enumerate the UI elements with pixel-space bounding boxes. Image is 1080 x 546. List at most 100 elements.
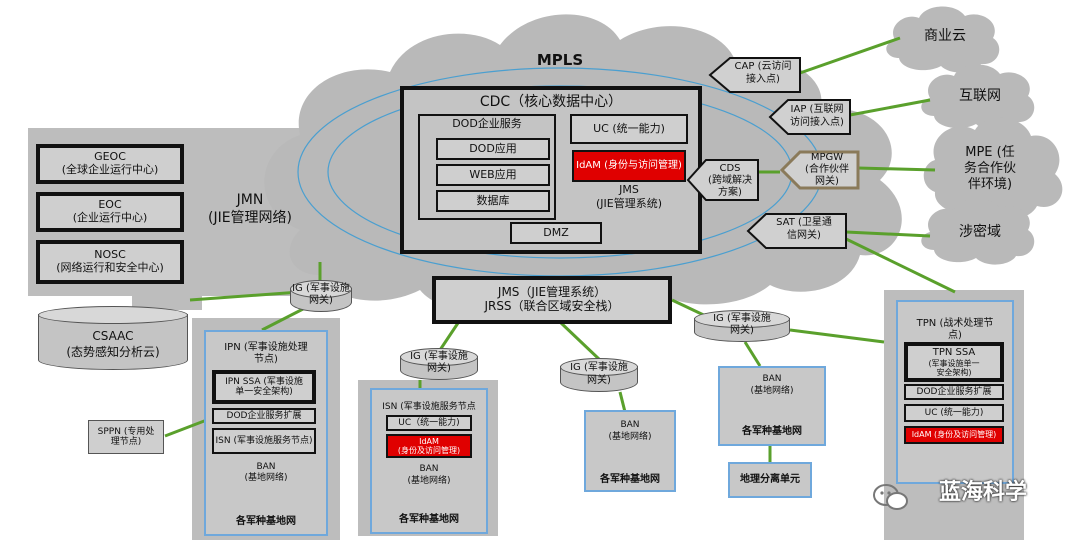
tpn-title-sub: 点) xyxy=(948,330,962,341)
eoc-sub: (企业运行中心) xyxy=(72,211,148,224)
tpn-ssa-label: TPN SSA xyxy=(932,347,976,359)
ipn-ssa-label: IPN SSA (军事设施 xyxy=(225,376,303,387)
ipn-ssa-sub: 单一安全架构) xyxy=(235,387,293,397)
isn-idam-box[interactable]: IdAM (身份及访问管理) xyxy=(386,434,472,458)
dod-services-label: DOD企业服务 xyxy=(452,117,522,130)
isn-ban-sub: (基地网络) xyxy=(407,476,451,486)
ig-1-label: IG (军事设施 xyxy=(292,283,350,294)
link-ig4-tpn xyxy=(789,328,885,344)
ig-3-label: IG (军事设施 xyxy=(570,362,628,373)
isn-idam-label: IdAM xyxy=(419,436,439,446)
ipn-ban-sub: (基地网络) xyxy=(244,473,288,483)
dod-apps-box[interactable]: DOD应用 xyxy=(436,138,550,160)
ig-2-top xyxy=(400,348,478,366)
csaac-label: CSAAC xyxy=(92,329,134,343)
ban-mid-node[interactable] xyxy=(584,410,676,492)
isn-node[interactable] xyxy=(370,388,488,534)
iap-label[interactable]: IAP (互联网 xyxy=(790,104,844,115)
commercial-cloud-label[interactable]: 商业云 xyxy=(924,28,966,44)
nosc-sub: (网络运行和安全中心) xyxy=(56,261,164,274)
ipn-isn-box[interactable]: ISN (军事设施服务节点) xyxy=(212,428,316,454)
isn-uc-box[interactable]: UC（统一能力) xyxy=(386,415,472,431)
cdc-jms-line2: (JIE管理系统) xyxy=(595,197,663,210)
ipn-dod-ext-box[interactable]: DOD企业服务扩展 xyxy=(212,408,316,424)
jms-jrss-box[interactable]: JMS（JIE管理系统） JRSS（联合区域安全栈） xyxy=(432,276,672,324)
link-ig1-ipn xyxy=(261,306,306,332)
cap-label[interactable]: CAP (云访问 xyxy=(734,61,792,72)
link-jrss-ig2 xyxy=(438,319,462,351)
tpn-idam-box[interactable]: IdAM (身份及访问管理) xyxy=(904,426,1004,444)
ipn-title-sub: 节点) xyxy=(254,354,278,365)
ban-mid-base: 各军种基地网 xyxy=(600,474,660,485)
sat-label[interactable]: SAT (卫星通 xyxy=(776,217,832,228)
link-ig1-jmn xyxy=(189,290,301,302)
tpn-dod-ext-box[interactable]: DOD企业服务扩展 xyxy=(904,384,1004,400)
link-mpgw-mpe xyxy=(857,166,936,172)
ban-mid-label: BAN xyxy=(620,420,640,430)
ig-4-top xyxy=(694,310,790,328)
mpgw-sub2: 网关) xyxy=(815,176,839,187)
eoc-box[interactable]: EOC (企业运行中心) xyxy=(36,192,184,232)
ig-3-cylinder[interactable]: IG (军事设施 网关) xyxy=(560,358,638,392)
tpn-uc-box[interactable]: UC (统一能力) xyxy=(904,404,1004,422)
link-jrss-ig3 xyxy=(558,320,602,362)
dod-services-box[interactable]: DOD企业服务 DOD应用 WEB应用 数据库 xyxy=(418,114,556,220)
internet-label[interactable]: 互联网 xyxy=(959,88,1001,104)
wechat-icon xyxy=(873,484,908,510)
mpgw-label[interactable]: MPGW xyxy=(810,152,844,163)
ipn-title: IPN (军事设施处理 xyxy=(224,342,308,353)
geoc-label: GEOC xyxy=(94,150,126,164)
ig-4-label: IG (军事设施 xyxy=(713,313,771,324)
web-apps-box[interactable]: WEB应用 xyxy=(436,164,550,186)
ig-1-sub: 网关) xyxy=(309,295,333,306)
cloud-commercial xyxy=(886,6,1000,73)
ban-right-sub: (基地网络) xyxy=(750,386,794,396)
geo-unit-label: 地理分离单元 xyxy=(740,474,800,485)
csaac-cylinder[interactable]: CSAAC (态势感知分析云) xyxy=(38,306,188,370)
uc-box[interactable]: UC (统一能力) xyxy=(570,114,688,144)
ban-right-node[interactable] xyxy=(718,366,826,446)
nosc-box[interactable]: NOSC (网络运行和安全中心) xyxy=(36,240,184,284)
geoc-sub: (全球企业运行中心) xyxy=(61,163,159,176)
ig-4-cylinder[interactable]: IG (军事设施 网关) xyxy=(694,310,790,342)
ig-2-label: IG (军事设施 xyxy=(410,351,468,362)
sat-sub: 信网关) xyxy=(787,230,821,241)
tpn-ssa-sub2: 安全架构) xyxy=(936,367,972,377)
ig-3-top xyxy=(560,358,638,376)
link-ig4-ban xyxy=(743,341,762,367)
ipn-ssa-box[interactable]: IPN SSA (军事设施 单一安全架构) xyxy=(212,370,316,404)
tpn-ssa-box[interactable]: TPN SSA (军事设施单一 安全架构) xyxy=(904,342,1004,382)
watermark-text: 蓝海科学 xyxy=(938,480,1027,505)
isn-title: ISN (军事设施服务节点 xyxy=(382,402,476,412)
database-box[interactable]: 数据库 xyxy=(436,190,550,212)
jrss-line: JRSS（联合区域安全栈） xyxy=(484,299,620,313)
ban-right-base: 各军种基地网 xyxy=(742,426,802,437)
ig-3-sub: 网关) xyxy=(587,375,611,386)
classified-domain-label[interactable]: 涉密域 xyxy=(959,224,1001,240)
link-cap-commercial xyxy=(799,36,901,75)
dmz-box[interactable]: DMZ xyxy=(510,222,602,244)
isn-idam-sub: (身份及访问管理) xyxy=(397,446,461,455)
mpe-sub1: 务合作伙 xyxy=(963,161,1016,176)
mpls-title: MPLS xyxy=(536,51,584,69)
mpe-label[interactable]: MPE (任 xyxy=(965,145,1015,160)
ban-mid-sub: (基地网络) xyxy=(608,432,652,442)
nosc-label: NOSC xyxy=(94,248,126,262)
ig-2-cylinder[interactable]: IG (军事设施 网关) xyxy=(400,348,478,380)
geo-unit-node[interactable] xyxy=(728,462,812,498)
cds-label[interactable]: CDS xyxy=(719,163,741,174)
ig-1-cylinder[interactable]: IG (军事设施 网关) xyxy=(290,280,352,312)
jmn-panel-neck xyxy=(132,290,202,310)
cloud-mpe xyxy=(923,117,1063,220)
geoc-box[interactable]: GEOC (全球企业运行中心) xyxy=(36,144,184,184)
jmn-label-line1: JMN xyxy=(236,192,264,208)
sppn-box[interactable]: SPPN (专用处 理节点) xyxy=(88,420,164,454)
isn-base-label: 各军种基地网 xyxy=(399,514,459,525)
idam-box[interactable]: IdAM (身份与访问管理) xyxy=(572,150,686,182)
sppn-sub: 理节点) xyxy=(110,437,142,447)
tpn-ssa-sub1: (军事设施单一 xyxy=(928,358,980,368)
cdc-box[interactable]: CDC（核心数据中心） DOD企业服务 DOD应用 WEB应用 数据库 UC (… xyxy=(400,86,702,254)
isn-ban-label: BAN xyxy=(419,464,439,474)
sppn-label: SPPN (专用处 xyxy=(97,426,155,437)
ig-4-sub: 网关) xyxy=(730,325,754,336)
